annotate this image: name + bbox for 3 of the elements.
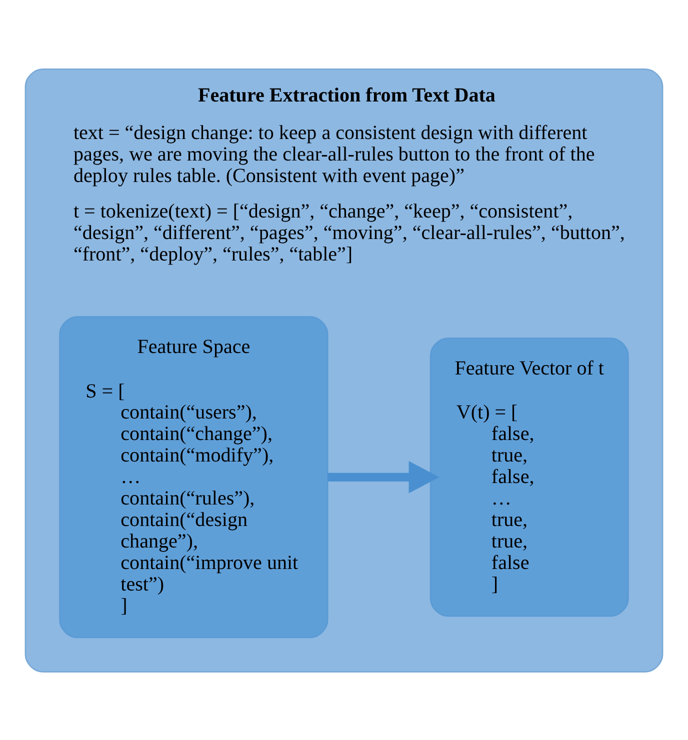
arrow: [328, 460, 440, 493]
node-box: Feature Vector of t V(t) = [ false, true, false, … true, true, false ]: [430, 337, 629, 616]
node-box: Feature Space S = [ contain(“users”), contain(“change”), contain(“modify”), … contain(“rules”), contain(“design change”), contain(“improve unit test”) ]: [59, 316, 328, 638]
